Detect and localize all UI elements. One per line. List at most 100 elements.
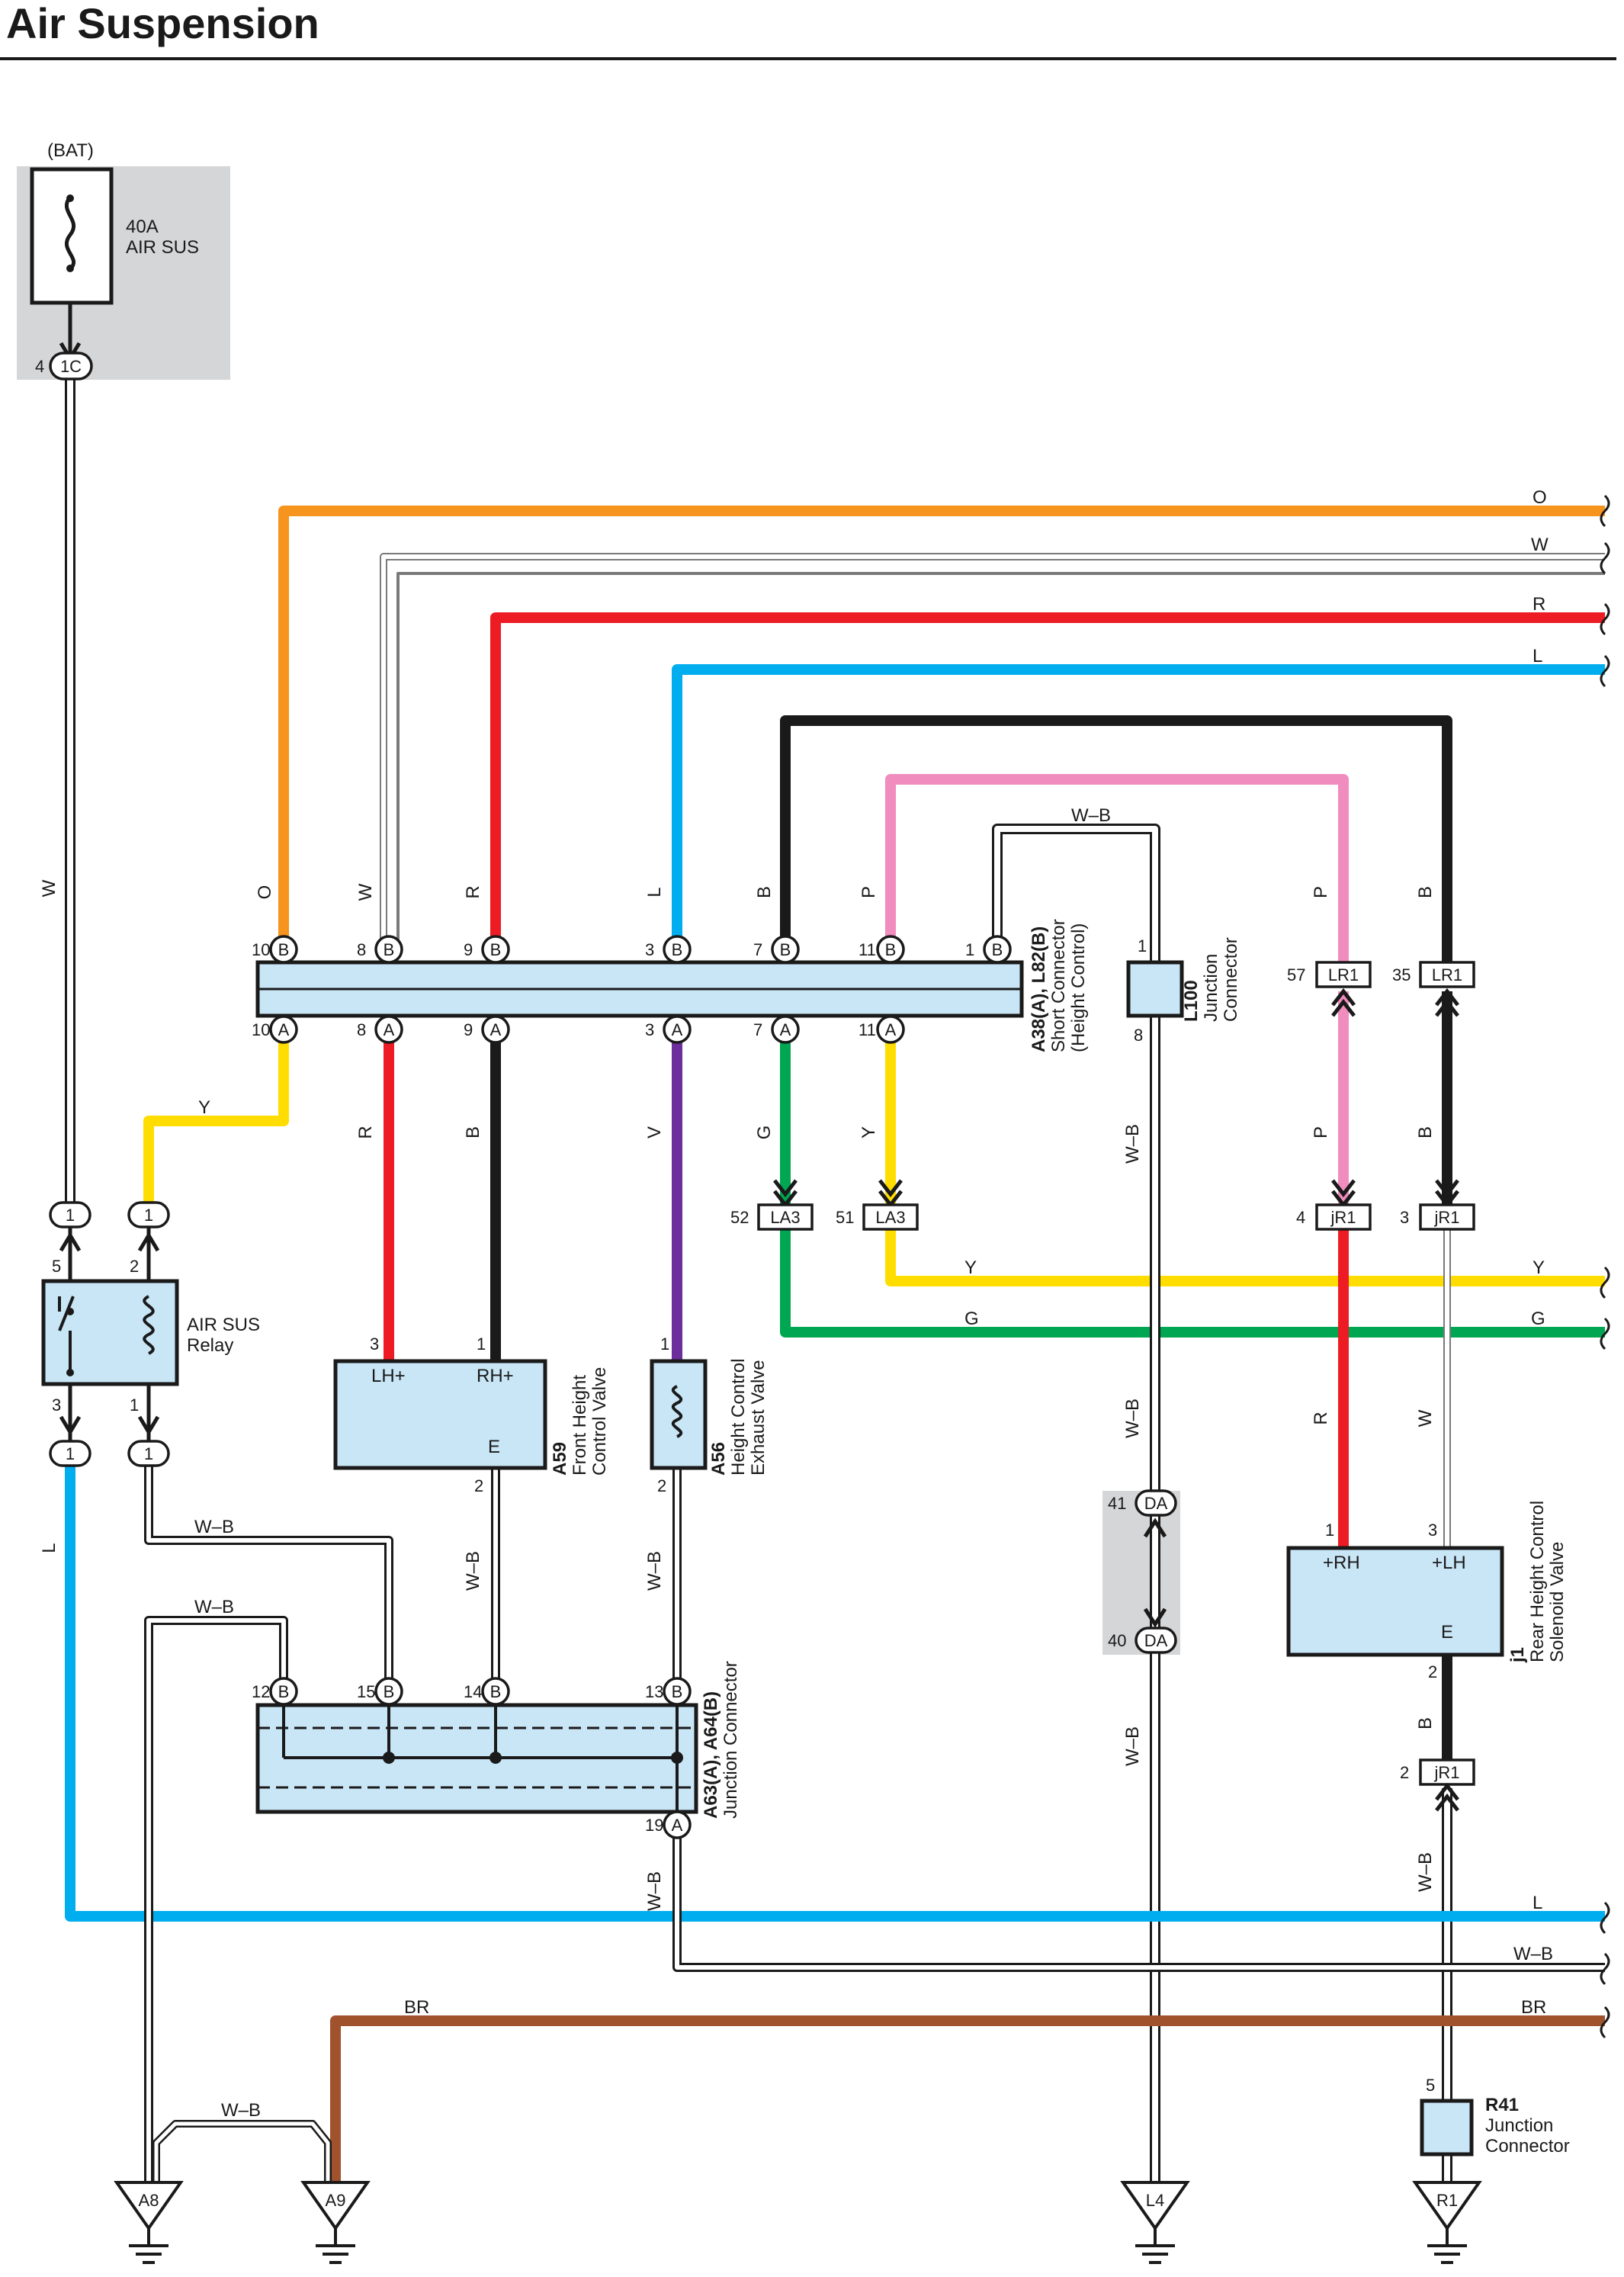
la3-connectors: LA3 52 LA3 51 [730,1179,919,1231]
svg-text:A9: A9 [326,2191,346,2210]
svg-text:B: B [780,940,791,959]
svg-text:B: B [672,940,683,959]
svg-text:Y: Y [964,1257,977,1278]
svg-text:2: 2 [657,1476,666,1495]
ground-R1: R1 [1412,2181,1482,2264]
svg-text:B: B [1415,1126,1436,1138]
svg-text:40: 40 [1108,1631,1126,1650]
a38-short-connector [255,960,1024,1018]
svg-text:W: W [355,883,376,901]
svg-text:L4: L4 [1146,2191,1164,2210]
svg-text:E: E [488,1437,500,1457]
ground-A8: A8 [114,2181,184,2264]
wire-wb-relay [144,1464,393,1681]
wire-color-labels: O W R L Y G L W–B BR W–B Y Y G W–B W–B B… [194,487,1553,2121]
svg-text:B: B [463,1126,483,1138]
svg-text:1: 1 [144,1444,153,1463]
svg-text:51: 51 [836,1208,854,1227]
a38-bottom-pin-9: A9 [464,1015,510,1044]
svg-text:R: R [1311,1411,1331,1424]
wire-black-loop [780,715,1452,970]
fuse-amp: 40A [126,217,159,237]
svg-text:7: 7 [753,940,762,959]
svg-text:jR1: jR1 [1330,1208,1356,1227]
svg-text:1: 1 [144,1206,153,1225]
svg-text:1: 1 [1325,1521,1334,1540]
svg-text:3: 3 [1428,1521,1437,1540]
svg-text:12: 12 [252,1682,270,1701]
svg-text:DA: DA [1144,1631,1168,1650]
svg-text:4: 4 [1296,1208,1305,1227]
wire-blue-bottom [65,1464,1605,1922]
svg-text:Solenoid Valve: Solenoid Valve [1547,1542,1568,1662]
svg-text:57: 57 [1287,965,1305,984]
svg-text:jR1: jR1 [1433,1208,1459,1227]
svg-text:LA3: LA3 [875,1208,905,1227]
a38-top-pin-1: B1 [965,935,1012,964]
wire-wb-a19 [672,1838,1605,1972]
svg-text:RH+: RH+ [477,1366,514,1386]
svg-text:B: B [754,886,775,898]
a38-label: A38(A), L82(B) Short Connector (Height C… [1029,919,1089,1052]
svg-text:B: B [992,940,1003,959]
svg-text:A: A [490,1020,502,1039]
a63-top-pin-15: B15 [357,1677,403,1706]
a38-top-pin-9: B9 [464,935,510,964]
svg-text:5: 5 [1426,2076,1435,2095]
svg-text:3: 3 [1400,1208,1409,1227]
svg-text:W–B: W–B [1415,1852,1436,1892]
svg-text:B: B [1415,1717,1436,1729]
svg-text:R1: R1 [1436,2191,1458,2210]
svg-text:9: 9 [464,1020,473,1039]
svg-text:Connector: Connector [1221,937,1241,1022]
svg-text:15: 15 [357,1682,375,1701]
a38-bottom-pin-10: A10 [252,1015,298,1044]
fuse-40a-air-sus: (BAT) 40A AIR SUS 1C 4 [30,140,199,381]
svg-text:P: P [1311,1126,1331,1138]
svg-text:1: 1 [477,1334,486,1354]
svg-text:A: A [278,1020,290,1039]
wires [65,377,1605,2181]
a38-bottom-pin-7: A7 [753,1015,800,1044]
svg-text:8: 8 [1134,1026,1143,1045]
lr1-connectors: LR1 57 LR1 35 [1287,961,1475,1017]
jr1-connectors: jR1 4 jR1 3 jR1 2 [1296,1179,1475,1812]
svg-text:Junction Connector: Junction Connector [721,1661,741,1819]
svg-text:B: B [672,1682,683,1701]
svg-text:(Height Control): (Height Control) [1068,923,1089,1052]
a38-top-pin-3: B3 [645,935,692,964]
r41-junction-connector: 5 R41 Junction Connector [1420,2076,1570,2157]
wire-brown [330,2015,1605,2181]
svg-text:DA: DA [1144,1494,1168,1513]
svg-text:1: 1 [965,940,974,959]
a63-top-pin-12: B 12 [252,1677,298,1706]
svg-text:R: R [355,1126,376,1138]
svg-text:j1: j1 [1507,1647,1528,1663]
svg-text:Control Valve: Control Valve [589,1367,610,1476]
bat-label: (BAT) [47,140,94,161]
svg-text:LR1: LR1 [1328,965,1359,984]
wire-orange [278,506,1605,946]
svg-text:B: B [885,940,897,959]
svg-text:7: 7 [753,1020,762,1039]
svg-text:8: 8 [357,1020,366,1039]
svg-text:A38(A), L82(B): A38(A), L82(B) [1029,927,1049,1052]
a63-bottom-pin-19: A19 [645,1810,692,1839]
svg-text:BR: BR [404,1997,429,2018]
svg-text:G: G [964,1309,979,1329]
a63-top-pin-13: B13 [645,1677,692,1706]
svg-text:B: B [490,1682,502,1701]
a63-top-pin-14: B14 [464,1677,510,1706]
page-title: Air Suspension [6,0,319,47]
svg-text:B: B [278,1682,290,1701]
svg-text:35: 35 [1392,965,1411,984]
svg-text:W–B: W–B [1122,1399,1143,1438]
a38-bottom-pin-8: A8 [357,1015,403,1044]
wire-red-top [490,612,1605,946]
svg-text:11: 11 [859,1020,876,1039]
a38-top-pin-11: B11 [859,935,905,964]
svg-text:W–B: W–B [1513,1944,1553,1964]
